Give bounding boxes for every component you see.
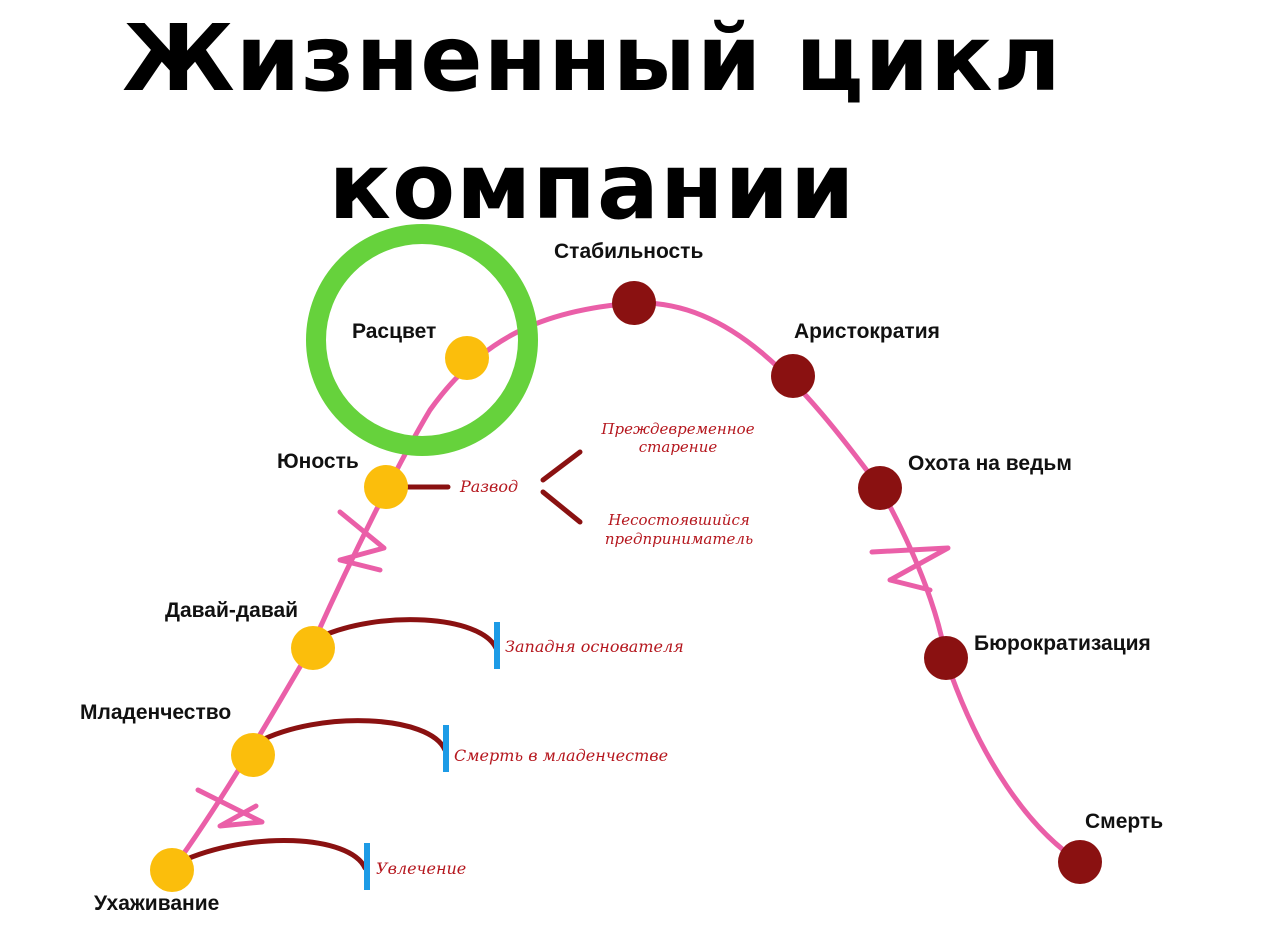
node-prime: [445, 336, 489, 380]
lifecycle-curve: [169, 300, 1083, 873]
node-stability: [612, 281, 656, 325]
fork-line-up: [540, 449, 583, 483]
node-bureaucracy: [924, 636, 968, 680]
title-line-1: Жизненный цикл: [122, 5, 1062, 112]
node-infancy: [231, 733, 275, 777]
trap-label-founder-trap: Западня основателя: [505, 637, 684, 656]
label-death: Смерть: [1085, 810, 1163, 833]
fork-line-down: [540, 489, 583, 525]
zigzag-marker-2: [337, 509, 387, 573]
label-go-go: Давай-давай: [165, 599, 298, 622]
label-aristocracy: Аристократия: [794, 320, 940, 343]
node-death: [1058, 840, 1102, 884]
node-witch-hunt: [858, 466, 902, 510]
label-bureaucracy: Бюрократизация: [974, 632, 1151, 655]
trap-label-unfulfilled-1: Несостоявшийся: [607, 511, 750, 529]
label-infancy: Младенчество: [80, 701, 231, 724]
trap-label-infant-mortality: Смерть в младенчестве: [454, 746, 668, 765]
trap-label-premature-aging-1: Преждевременное: [600, 420, 754, 438]
trap-bar-infant-mortality: [443, 725, 449, 772]
title-line-2: компании: [329, 133, 856, 240]
trap-bar-founder-trap: [494, 622, 500, 669]
node-adolescence: [364, 465, 408, 509]
zigzag-marker-1: [195, 787, 265, 829]
zigzag-marker-3: [869, 545, 951, 593]
label-adolescence: Юность: [277, 450, 359, 473]
label-witch-hunt: Охота на ведьм: [908, 452, 1072, 475]
trap-label-divorce: Развод: [459, 477, 518, 496]
node-aristocracy: [771, 354, 815, 398]
trap-label-unfulfilled-2: предприниматель: [605, 530, 753, 548]
label-prime: Расцвет: [352, 320, 436, 343]
node-courtship: [150, 848, 194, 892]
trap-label-premature-aging-2: старение: [639, 438, 718, 456]
trap-label-affair: Увлечение: [376, 859, 466, 878]
trap-arc-founder-trap: [317, 617, 499, 651]
prime-highlight-ring: [306, 224, 538, 456]
trap-bar-affair: [364, 843, 370, 890]
trap-arc-infant-mortality: [255, 718, 448, 753]
label-courtship: Ухаживание: [94, 892, 219, 915]
label-stability: Стабильность: [554, 240, 703, 263]
trap-arc-affair: [177, 837, 368, 871]
node-go-go: [291, 626, 335, 670]
